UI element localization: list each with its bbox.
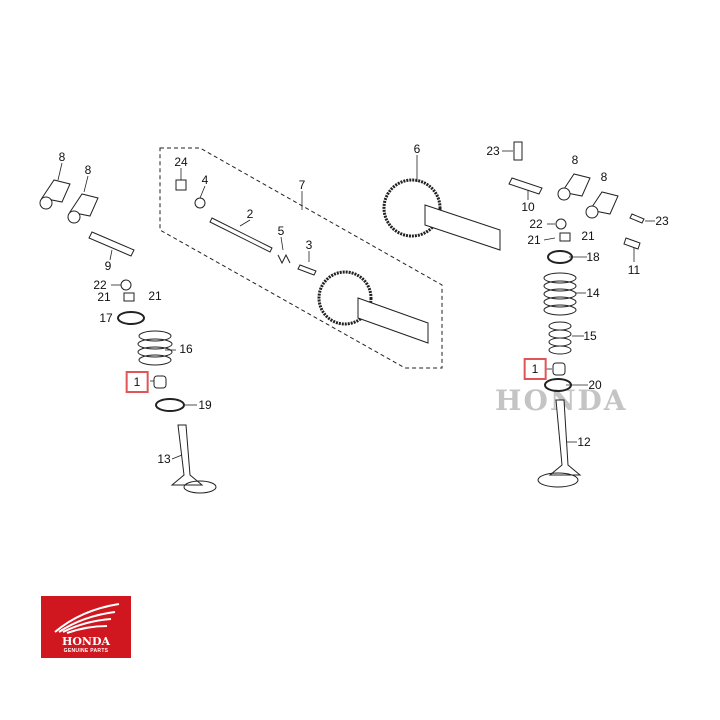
spring-15: [548, 321, 572, 355]
callout-21[interactable]: 21: [527, 233, 541, 247]
camshaft-group-box: [159, 147, 443, 369]
pin-3: [297, 264, 317, 276]
callout-7[interactable]: 7: [298, 178, 306, 192]
callout-3[interactable]: 3: [305, 238, 313, 252]
callout-16[interactable]: 16: [179, 342, 193, 356]
honda-genuine-parts-logo: HONDA GENUINE PARTS: [41, 596, 131, 658]
callout-1-highlighted[interactable]: 1: [125, 371, 149, 393]
cotter-21-right: [559, 232, 571, 242]
callout-19[interactable]: 19: [198, 398, 212, 412]
callout-20[interactable]: 20: [588, 378, 602, 392]
valve-12-right: [537, 399, 582, 488]
stem-seal-right: [552, 362, 566, 376]
camshaft-6: [382, 178, 501, 251]
callout-23[interactable]: 23: [486, 144, 500, 158]
rocker-shaft-left: [88, 231, 135, 257]
retainer-18: [547, 250, 573, 264]
callout-4[interactable]: 4: [201, 173, 209, 187]
spring-14: [543, 272, 577, 316]
callout-21[interactable]: 21: [581, 229, 595, 243]
callout-6[interactable]: 6: [413, 142, 421, 156]
spring-5: [277, 253, 291, 265]
pin-23-right: [629, 213, 645, 224]
callout-22[interactable]: 22: [529, 217, 543, 231]
callout-9[interactable]: 9: [104, 259, 112, 273]
plate-4: [194, 197, 206, 209]
callout-21[interactable]: 21: [148, 289, 162, 303]
callout-1-highlighted[interactable]: 1: [523, 358, 547, 380]
callout-10[interactable]: 10: [521, 200, 535, 214]
callout-2[interactable]: 2: [246, 207, 254, 221]
callout-18[interactable]: 18: [586, 250, 600, 264]
callout-15[interactable]: 15: [583, 329, 597, 343]
logo-tagline: GENUINE PARTS: [63, 648, 109, 654]
cotter-21-left: [123, 292, 135, 302]
pin-11: [623, 237, 641, 250]
callout-5[interactable]: 5: [277, 224, 285, 238]
callout-23[interactable]: 23: [655, 214, 669, 228]
spring-16-left: [137, 330, 173, 366]
callout-13[interactable]: 13: [157, 452, 171, 466]
camshaft-lower: [317, 270, 429, 344]
honda-wing-icon: [54, 603, 120, 634]
callout-8[interactable]: 8: [600, 170, 608, 184]
valve-13-left: [170, 424, 217, 494]
retainer-17-left: [117, 311, 145, 325]
rocker-arms-right: [557, 173, 619, 219]
callout-8[interactable]: 8: [58, 150, 66, 164]
spring-seat-20: [544, 378, 572, 392]
callout-14[interactable]: 14: [586, 286, 600, 300]
pin-23-upper: [513, 141, 523, 161]
callout-12[interactable]: 12: [577, 435, 591, 449]
leader-lines: [57, 150, 655, 460]
callout-8[interactable]: 8: [571, 153, 579, 167]
logo-brand: HONDA: [61, 635, 111, 648]
callout-8[interactable]: 8: [84, 163, 92, 177]
spring-seat-19-left: [155, 398, 185, 412]
cotter-22-right: [555, 218, 567, 230]
stem-seal-left: [153, 375, 167, 389]
callout-17[interactable]: 17: [99, 311, 113, 325]
cotter-22-left: [120, 279, 132, 291]
rocker-shaft-10: [508, 177, 543, 195]
shaft-2: [209, 217, 273, 253]
callout-11[interactable]: 11: [627, 263, 641, 277]
bolt-24: [175, 179, 187, 191]
rocker-arms-left: [39, 179, 99, 224]
callout-21[interactable]: 21: [97, 290, 111, 304]
callout-24[interactable]: 24: [174, 155, 188, 169]
callout-22[interactable]: 22: [93, 278, 107, 292]
